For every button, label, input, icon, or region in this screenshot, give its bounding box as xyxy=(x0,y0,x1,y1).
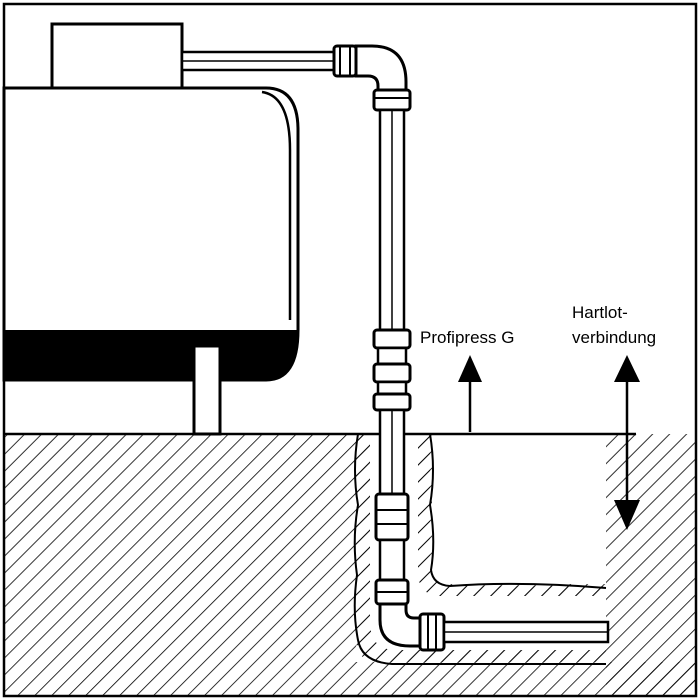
tank-rim xyxy=(261,90,292,320)
press-coupling-1 xyxy=(372,328,412,350)
supply-pipe-top xyxy=(180,44,412,112)
press-coupling-3 xyxy=(372,392,412,412)
label-hartlot-line1: Hartlot- xyxy=(572,303,628,322)
profipress-arrow xyxy=(458,355,482,432)
press-coupling-2 xyxy=(372,362,412,384)
press-fitting-top xyxy=(332,44,358,78)
trench-outline xyxy=(353,433,606,665)
hartlot-arrow xyxy=(614,355,640,530)
tank xyxy=(2,22,300,436)
tank-dome xyxy=(50,22,184,92)
underground-coupling-1 xyxy=(374,492,410,542)
tank-support xyxy=(192,344,222,436)
press-fitting-bottom xyxy=(418,612,446,652)
press-fitting-elbow xyxy=(372,88,412,112)
label-hartlot-line2: verbindung xyxy=(572,328,656,347)
label-profipress: Profipress G xyxy=(420,328,514,347)
trench-outline-inner xyxy=(428,433,607,589)
riser-pipe xyxy=(372,108,610,652)
ground-left xyxy=(4,434,356,696)
tank-shadow xyxy=(4,330,298,380)
ground-right xyxy=(606,434,696,696)
